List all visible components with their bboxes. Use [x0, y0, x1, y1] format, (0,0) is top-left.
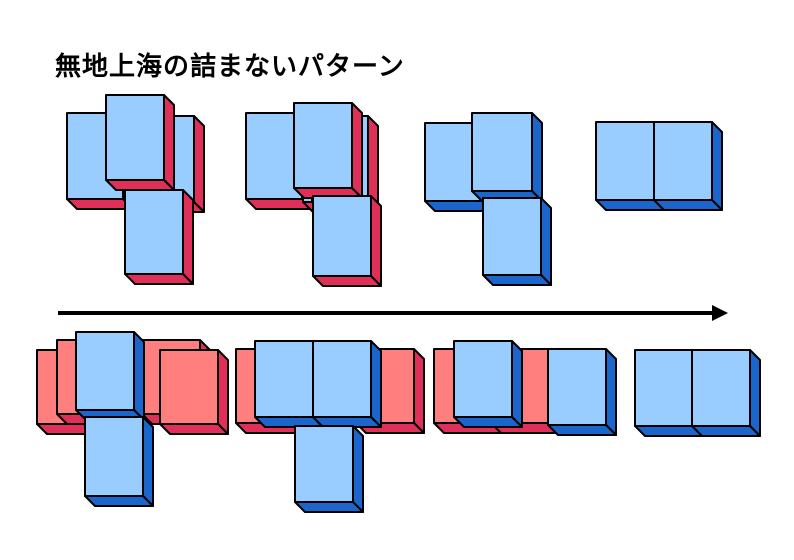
tile-face — [482, 197, 542, 276]
front-tile — [293, 102, 363, 199]
tile-bottom — [547, 424, 617, 436]
tile-side — [193, 115, 205, 213]
tile-face — [124, 189, 184, 275]
tile-face — [254, 340, 314, 418]
tile-side — [370, 340, 382, 428]
tile-face — [75, 331, 135, 411]
tile-side — [413, 348, 425, 434]
tile-face — [293, 102, 353, 189]
pattern-bot-2 — [235, 340, 425, 513]
front-tile — [312, 340, 382, 428]
front-tile — [547, 348, 617, 436]
tile-side — [351, 102, 363, 199]
front-tile — [471, 112, 543, 202]
tile-bottom — [84, 495, 154, 507]
pattern-bot-4 — [634, 349, 761, 437]
tile-face — [84, 416, 144, 497]
pattern-bot-1 — [36, 331, 229, 507]
tile-face — [691, 349, 751, 427]
tile-face — [653, 121, 713, 201]
tile-bottom — [453, 416, 523, 428]
front-tile — [691, 349, 761, 437]
tile-bottom — [66, 198, 134, 210]
tile-side — [711, 121, 723, 211]
back-tile — [159, 349, 229, 435]
tile-face — [105, 94, 165, 181]
tile-face — [312, 195, 372, 277]
front-tile — [482, 197, 552, 286]
pattern-top-1 — [66, 94, 205, 285]
tile-face — [547, 348, 607, 426]
tile-side — [163, 94, 175, 191]
tile-side — [749, 349, 761, 437]
tile-side — [133, 331, 145, 421]
tile-side — [217, 349, 229, 435]
tile-bottom — [312, 275, 382, 287]
front-tile — [84, 416, 154, 507]
tile-face — [159, 349, 219, 425]
tile-side — [531, 112, 543, 202]
tile-face — [471, 112, 533, 192]
tile-bottom — [294, 501, 364, 513]
front-tile — [312, 195, 382, 287]
pattern-top-4 — [595, 121, 723, 211]
tiles-layer — [36, 94, 761, 513]
tile-side — [511, 340, 523, 428]
tile-bottom — [595, 199, 665, 211]
tile-bottom — [159, 423, 229, 435]
pattern-bot-3 — [433, 340, 617, 436]
tile-side — [605, 348, 617, 436]
tile-face — [312, 340, 372, 418]
tile-side — [142, 416, 154, 507]
front-tile — [105, 94, 175, 191]
diagram-title: 無地上海の詰まないパターン — [55, 52, 405, 82]
pattern-top-3 — [424, 112, 552, 286]
tile-side — [352, 425, 364, 513]
arrow-head — [712, 305, 728, 321]
tile-face — [595, 121, 655, 201]
front-tile — [294, 425, 364, 513]
tile-face — [453, 340, 513, 418]
front-tile — [124, 189, 194, 285]
tile-side — [540, 197, 552, 286]
front-tile — [75, 331, 145, 421]
tile-bottom — [482, 274, 552, 286]
tile-bottom — [653, 199, 723, 211]
tile-side — [182, 189, 194, 285]
tile-bottom — [105, 179, 175, 191]
pattern-top-2 — [245, 102, 382, 287]
progress-arrow — [58, 305, 728, 321]
front-tile — [653, 121, 723, 211]
tile-bottom — [691, 425, 761, 437]
tile-face — [294, 425, 354, 503]
tile-bottom — [124, 273, 194, 285]
front-tile — [453, 340, 523, 428]
tile-side — [370, 195, 382, 287]
tile-face — [634, 349, 694, 427]
